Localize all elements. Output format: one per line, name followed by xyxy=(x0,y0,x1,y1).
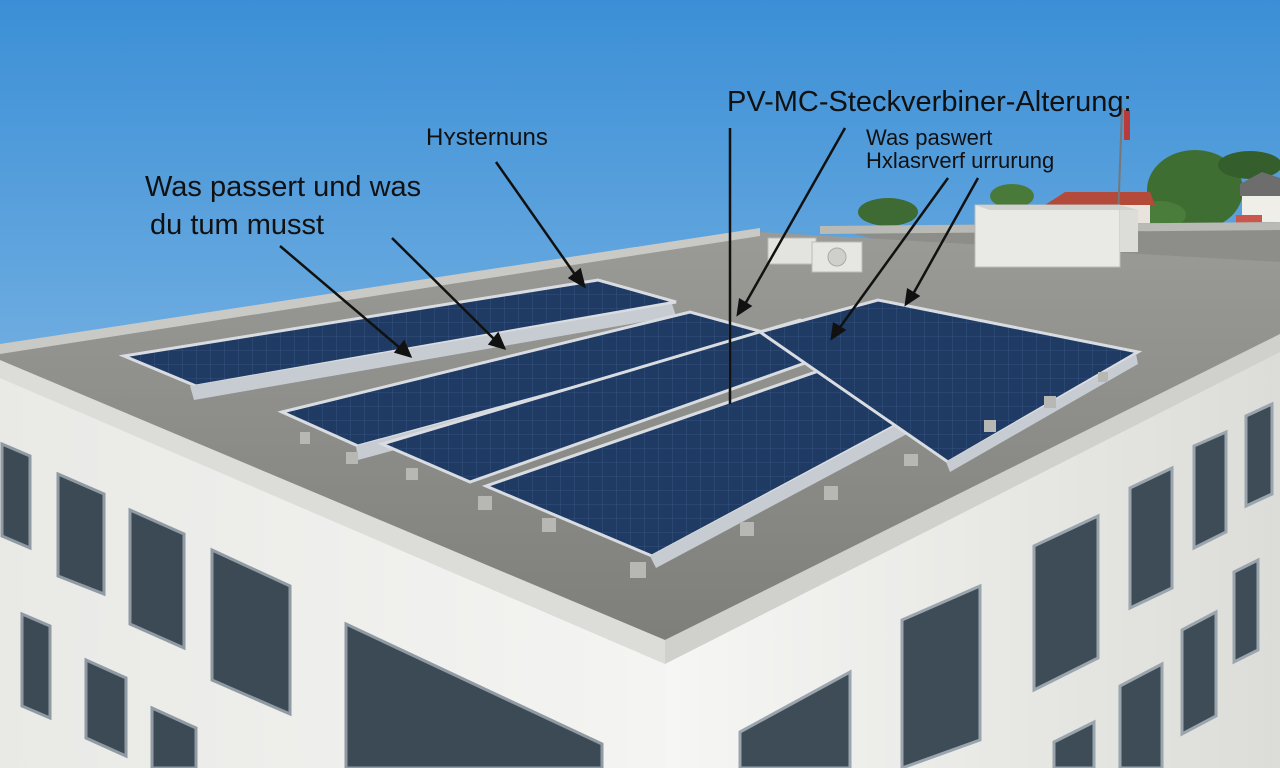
building-wall-left xyxy=(0,372,665,768)
solar-array-right xyxy=(756,298,1143,472)
annotation-label-left-line2: du tum musst xyxy=(150,209,325,241)
annotation-arrows xyxy=(279,127,980,404)
building-wall-right xyxy=(665,340,1280,768)
hvac-units xyxy=(767,204,1138,273)
annotation-title: PV-MC-Steckverbiner-Alterung: xyxy=(727,86,1132,118)
flag-pole xyxy=(1117,107,1123,221)
panel-mounts xyxy=(300,372,1108,578)
annotation-label-top: Hʏsternuns xyxy=(426,124,548,151)
flag xyxy=(1124,110,1130,140)
windows-left xyxy=(0,441,604,768)
annotation-label-right-line2: Hxlasrverf urrurung xyxy=(866,148,1055,173)
roof-parapet xyxy=(0,360,665,664)
windows-right xyxy=(738,401,1274,768)
annotation-label-right-line1: Was paswert xyxy=(866,125,993,150)
annotation-label-left-line1: Was passert und was xyxy=(145,171,422,203)
solar-array-rear xyxy=(118,278,677,400)
